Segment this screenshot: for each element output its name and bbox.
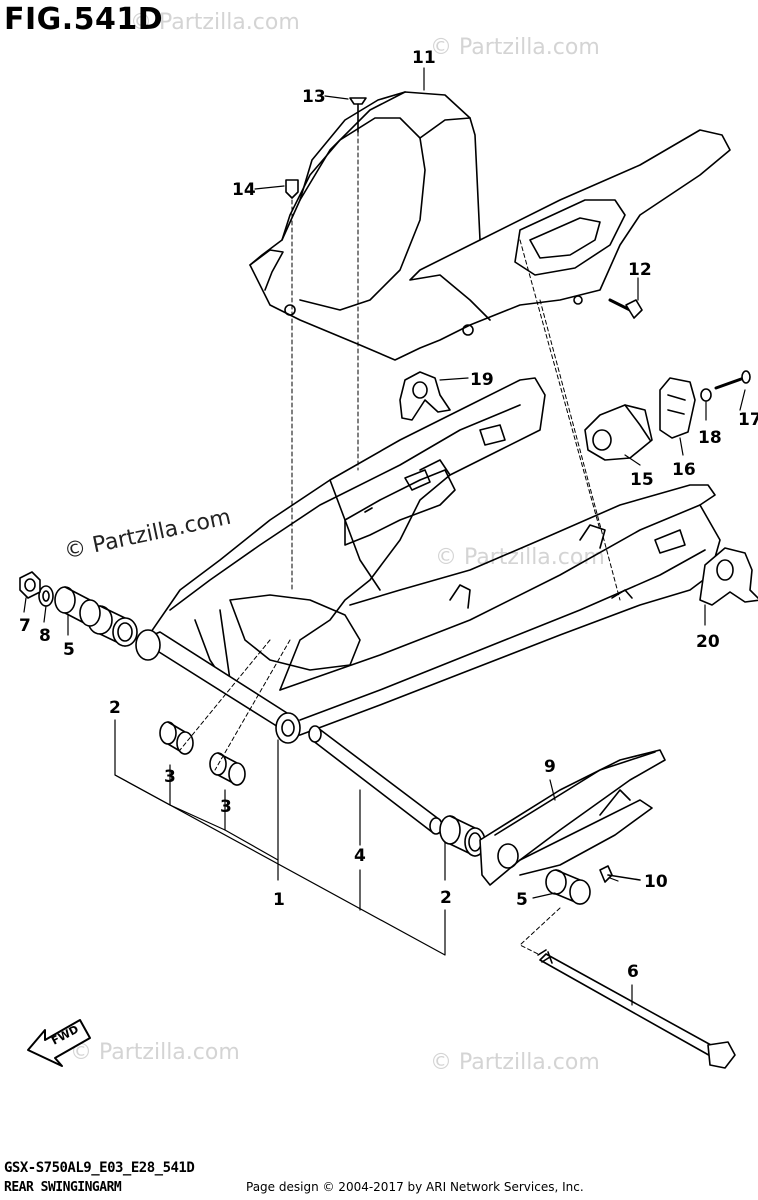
spacer-5-left [54, 586, 101, 627]
callout-16: 16 [672, 460, 696, 480]
callout-2: 2 [109, 698, 121, 718]
screw-13 [349, 97, 367, 133]
bearing-2-right [439, 815, 486, 857]
callout-4: 4 [354, 846, 366, 866]
callout-14: 14 [232, 180, 256, 200]
callout-5: 5 [516, 890, 528, 910]
callout-19: 19 [470, 370, 494, 390]
bracket-19 [399, 371, 451, 421]
callout-18: 18 [698, 428, 722, 448]
watermark: © Partzilla.com [430, 35, 600, 60]
watermark: © Partzilla.com [70, 1040, 240, 1065]
callout-8: 8 [39, 626, 51, 646]
callout-7: 7 [19, 616, 31, 636]
watermark: © Partzilla.com [130, 10, 300, 35]
chain-buffer [479, 749, 666, 886]
chain-adjuster-16 [659, 377, 696, 439]
nut-7 [19, 571, 41, 599]
fwd-arrow-icon: FWD [27, 1019, 91, 1067]
bearing-3-upper [159, 721, 194, 755]
callout-13: 13 [302, 87, 326, 107]
callout-1: 1 [273, 890, 285, 910]
figure-title: FIG.541D [4, 2, 164, 37]
callout-3: 3 [164, 767, 176, 787]
dashed-guides [179, 131, 621, 956]
callout-20: 20 [696, 632, 720, 652]
copyright-notice: Page design © 2004-2017 by ARI Network S… [246, 1180, 584, 1194]
pivot-tube [135, 629, 301, 744]
callout-9: 9 [544, 757, 556, 777]
screw-10 [599, 865, 641, 883]
chain-adjuster-15 [584, 404, 653, 461]
bolt-12 [608, 298, 643, 319]
chain-cover [249, 91, 731, 361]
clip-14 [285, 179, 299, 199]
callout-6: 6 [627, 962, 639, 982]
bolt-17 [714, 370, 751, 390]
washer-18 [700, 388, 712, 402]
callout-3: 3 [220, 797, 232, 817]
spacer-5-right [545, 869, 591, 905]
diagram-name: REAR SWINGINGARM [4, 1180, 122, 1195]
callout-2: 2 [440, 888, 452, 908]
callout-5: 5 [63, 640, 75, 660]
watermark: © Partzilla.com [430, 1050, 600, 1075]
leader-lines [23, 67, 746, 1006]
callout-17: 17 [738, 410, 758, 430]
callout-15: 15 [630, 470, 654, 490]
bracket-20 [699, 547, 758, 606]
model-code: GSX-S750AL9_E03_E28_541D [4, 1160, 195, 1176]
callout-11: 11 [412, 48, 436, 68]
callout-10: 10 [644, 872, 668, 892]
spacer-4 [308, 725, 443, 835]
washer-8 [38, 585, 54, 607]
callout-12: 12 [628, 260, 652, 280]
pivot-shaft [537, 949, 736, 1069]
